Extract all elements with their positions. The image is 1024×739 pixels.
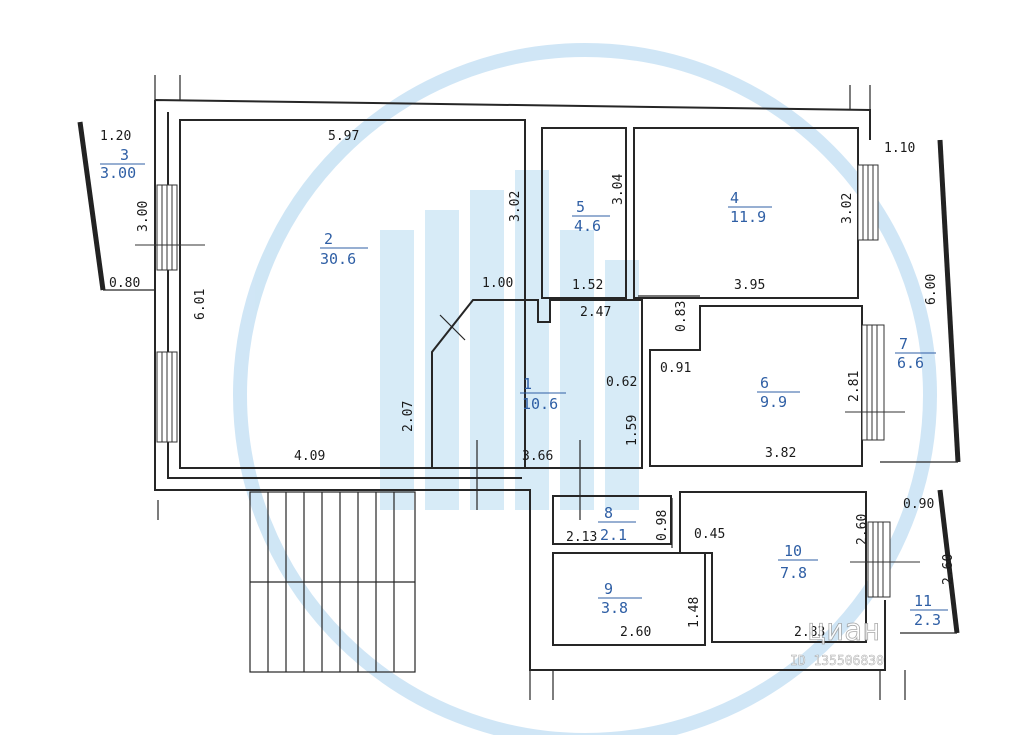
room-label-7: 7 6.6 (895, 335, 936, 372)
room-number: 1 (523, 375, 532, 393)
room-area: 4.6 (574, 217, 601, 235)
dim-3-00: 3.00 (136, 201, 151, 232)
room-number: 9 (604, 580, 613, 598)
room-label-2: 2 30.6 (320, 230, 368, 268)
dim-2-83: 2.83 (794, 625, 825, 640)
dim-2-60-c: 2.60 (941, 554, 956, 585)
dim-4-09: 4.09 (294, 449, 325, 464)
room-number: 7 (899, 335, 908, 353)
dim-1-52: 1.52 (572, 278, 603, 293)
room-number: 3 (120, 146, 129, 164)
room-label-1: 1 10.6 (520, 375, 566, 413)
room-number: 5 (576, 198, 585, 216)
dim-2-13: 2.13 (566, 530, 597, 545)
dim-2-07: 2.07 (401, 401, 416, 432)
room-labels: 3 3.00 2 30.6 5 4.6 4 11.9 1 10.6 6 9.9 (100, 146, 948, 629)
window-left-bottom (156, 351, 178, 443)
dim-1-10: 1.10 (884, 141, 915, 156)
window-right-top (857, 164, 879, 241)
dim-2-60-a: 2.60 (855, 514, 870, 545)
room-area: 9.9 (760, 393, 787, 411)
room-area: 2.1 (600, 526, 627, 544)
room-6-outline (649, 305, 863, 467)
room-5-outline (541, 127, 627, 299)
dim-1-20: 1.20 (100, 129, 131, 144)
dim-3-95: 3.95 (734, 278, 765, 293)
room-number: 8 (604, 504, 613, 522)
dim-1-48: 1.48 (687, 597, 702, 628)
dim-0-62: 0.62 (606, 375, 637, 390)
balcony-7 (880, 139, 961, 463)
dim-0-45: 0.45 (694, 527, 725, 542)
room-label-11: 11 2.3 (910, 592, 948, 629)
room-area: 2.3 (914, 611, 941, 629)
room-8-outline (552, 495, 672, 545)
dim-1-00: 1.00 (482, 276, 513, 291)
dim-0-98: 0.98 (655, 510, 670, 541)
staircase (249, 491, 416, 673)
room-area: 7.8 (780, 564, 807, 582)
room-area: 11.9 (730, 208, 766, 226)
room-label-10: 10 7.8 (778, 542, 818, 582)
dim-0-80: 0.80 (109, 276, 140, 291)
dim-6-01: 6.01 (193, 289, 208, 320)
room-1-outline (431, 299, 643, 469)
window-right-mid (845, 324, 905, 441)
dim-3-04: 3.04 (611, 174, 626, 205)
dim-0-90: 0.90 (903, 497, 934, 512)
dim-2-47: 2.47 (580, 305, 611, 320)
watermark-id: ID 135506830 (790, 654, 884, 669)
room-label-8: 8 2.1 (598, 504, 636, 544)
room-9-outline (552, 552, 706, 646)
room-area: 3.8 (601, 599, 628, 617)
room-10-outline (679, 491, 867, 643)
balcony-11 (900, 489, 960, 634)
room-area: 10.6 (522, 395, 558, 413)
room-label-6: 6 9.9 (757, 374, 800, 411)
dim-3-82: 3.82 (765, 446, 796, 461)
dim-2-81: 2.81 (847, 371, 862, 402)
room-area: 30.6 (320, 250, 356, 268)
window-right-bottom (850, 521, 920, 598)
dim-3-66: 3.66 (522, 449, 553, 464)
room-number: 10 (784, 542, 802, 560)
dim-2-60-b: 2.60 (620, 625, 651, 640)
room-number: 4 (730, 189, 739, 207)
room-label-4: 4 11.9 (728, 189, 772, 226)
window-left-top (135, 184, 205, 271)
stamp-logo (233, 43, 937, 739)
room-area: 6.6 (897, 354, 924, 372)
dim-6-00: 6.00 (924, 274, 939, 305)
dim-0-91: 0.91 (660, 361, 691, 376)
door-marks (157, 295, 700, 548)
room-label-9: 9 3.8 (598, 580, 642, 617)
dim-3-02-b: 3.02 (840, 193, 855, 224)
room-label-3: 3 3.00 (100, 146, 145, 182)
room-2-outline (179, 119, 526, 469)
room-number: 11 (914, 592, 932, 610)
dim-1-59: 1.59 (625, 415, 640, 446)
room-number: 6 (760, 374, 769, 392)
room-area: 3.00 (100, 164, 136, 182)
dim-3-02-a: 3.02 (508, 191, 523, 222)
watermark: циан ID 135506830 (790, 613, 884, 670)
room-number: 2 (324, 230, 333, 248)
dim-0-83: 0.83 (674, 301, 689, 332)
dim-5-97: 5.97 (328, 129, 359, 144)
room-label-5: 5 4.6 (572, 198, 610, 235)
dimension-labels: 1.20 3.00 0.80 5.97 6.01 3.02 1.00 4.09 … (100, 129, 956, 640)
balcony-3 (77, 121, 155, 291)
watermark-brand: циан (808, 613, 880, 648)
